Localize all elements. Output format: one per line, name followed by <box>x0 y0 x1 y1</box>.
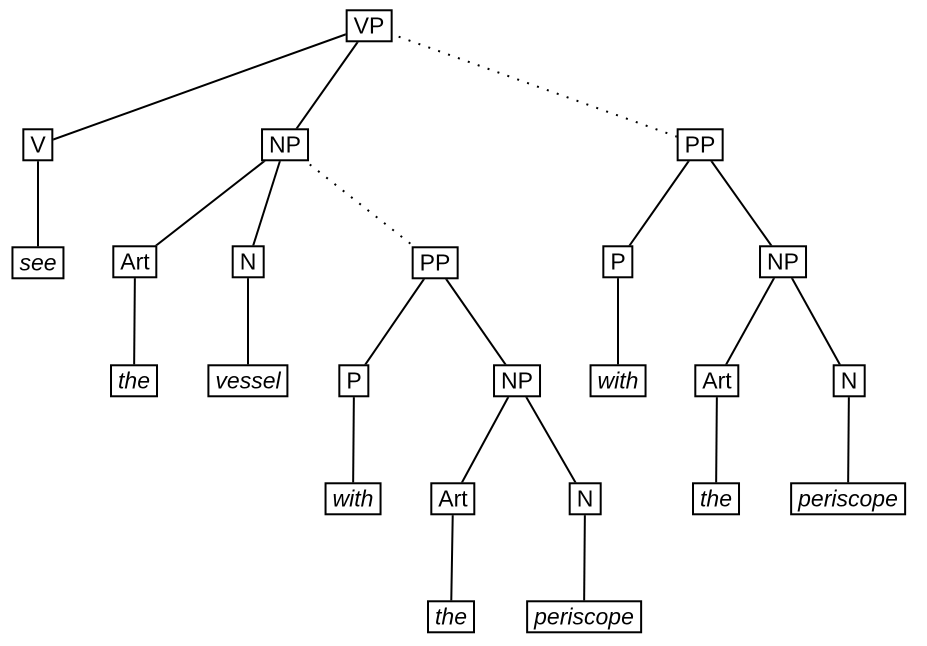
edge-p-low-with-low <box>352 380 355 500</box>
edge-np-obj-art-obj <box>134 144 286 263</box>
tree-node-see: see <box>11 246 65 280</box>
edge-np-high-n-high <box>782 261 850 382</box>
tree-node-pp-low: PP <box>411 246 459 280</box>
edge-vp-np-obj <box>284 25 370 146</box>
tree-node-periscope-low: periscope <box>526 600 642 634</box>
tree-node-v: V <box>22 128 54 162</box>
tree-node-art-high: Art <box>694 364 740 398</box>
tree-node-n-obj: N <box>231 245 265 279</box>
edge-vp-v <box>37 25 370 146</box>
tree-node-np-obj: NP <box>261 128 309 162</box>
tree-node-pp-high: PP <box>676 128 724 162</box>
tree-node-the-low: the <box>427 600 475 634</box>
tree-node-the-obj: the <box>110 364 158 398</box>
tree-node-p-high: P <box>602 245 634 279</box>
edge-pp-low-np-low <box>434 262 518 382</box>
tree-node-vessel: vessel <box>207 364 289 398</box>
edge-art-obj-the-obj <box>133 261 136 382</box>
tree-node-art-obj: Art <box>112 245 158 279</box>
edge-np-low-art-low <box>452 380 518 500</box>
edge-np-high-art-high <box>716 261 784 382</box>
edge-pp-high-p-high <box>617 144 701 263</box>
tree-node-np-low: NP <box>493 364 541 398</box>
edge-np-low-n-low <box>516 380 586 500</box>
tree-node-p-low: P <box>338 364 370 398</box>
tree-node-n-high: N <box>832 364 866 398</box>
edge-np-obj-n-obj <box>247 144 286 263</box>
edge-n-high-periscope-high <box>847 380 850 500</box>
tree-node-with-high: with <box>589 364 647 398</box>
tree-node-periscope-high: periscope <box>790 482 906 516</box>
edge-np-obj-pp-low-dotted <box>284 144 436 264</box>
edge-vp-pp-high-dotted <box>368 25 701 146</box>
tree-node-np-high: NP <box>759 245 807 279</box>
tree-node-art-low: Art <box>430 482 476 516</box>
tree-node-with-low: with <box>324 482 382 516</box>
tree-node-the-high: the <box>692 482 740 516</box>
tree-node-vp: VP <box>345 9 393 43</box>
edge-pp-high-np-high <box>699 144 784 263</box>
edge-art-high-the-high <box>715 380 718 500</box>
tree-node-n-low: N <box>568 482 602 516</box>
edge-art-low-the-low <box>450 498 454 618</box>
edge-pp-low-p-low <box>353 262 436 382</box>
edge-n-low-periscope-low <box>583 498 586 618</box>
